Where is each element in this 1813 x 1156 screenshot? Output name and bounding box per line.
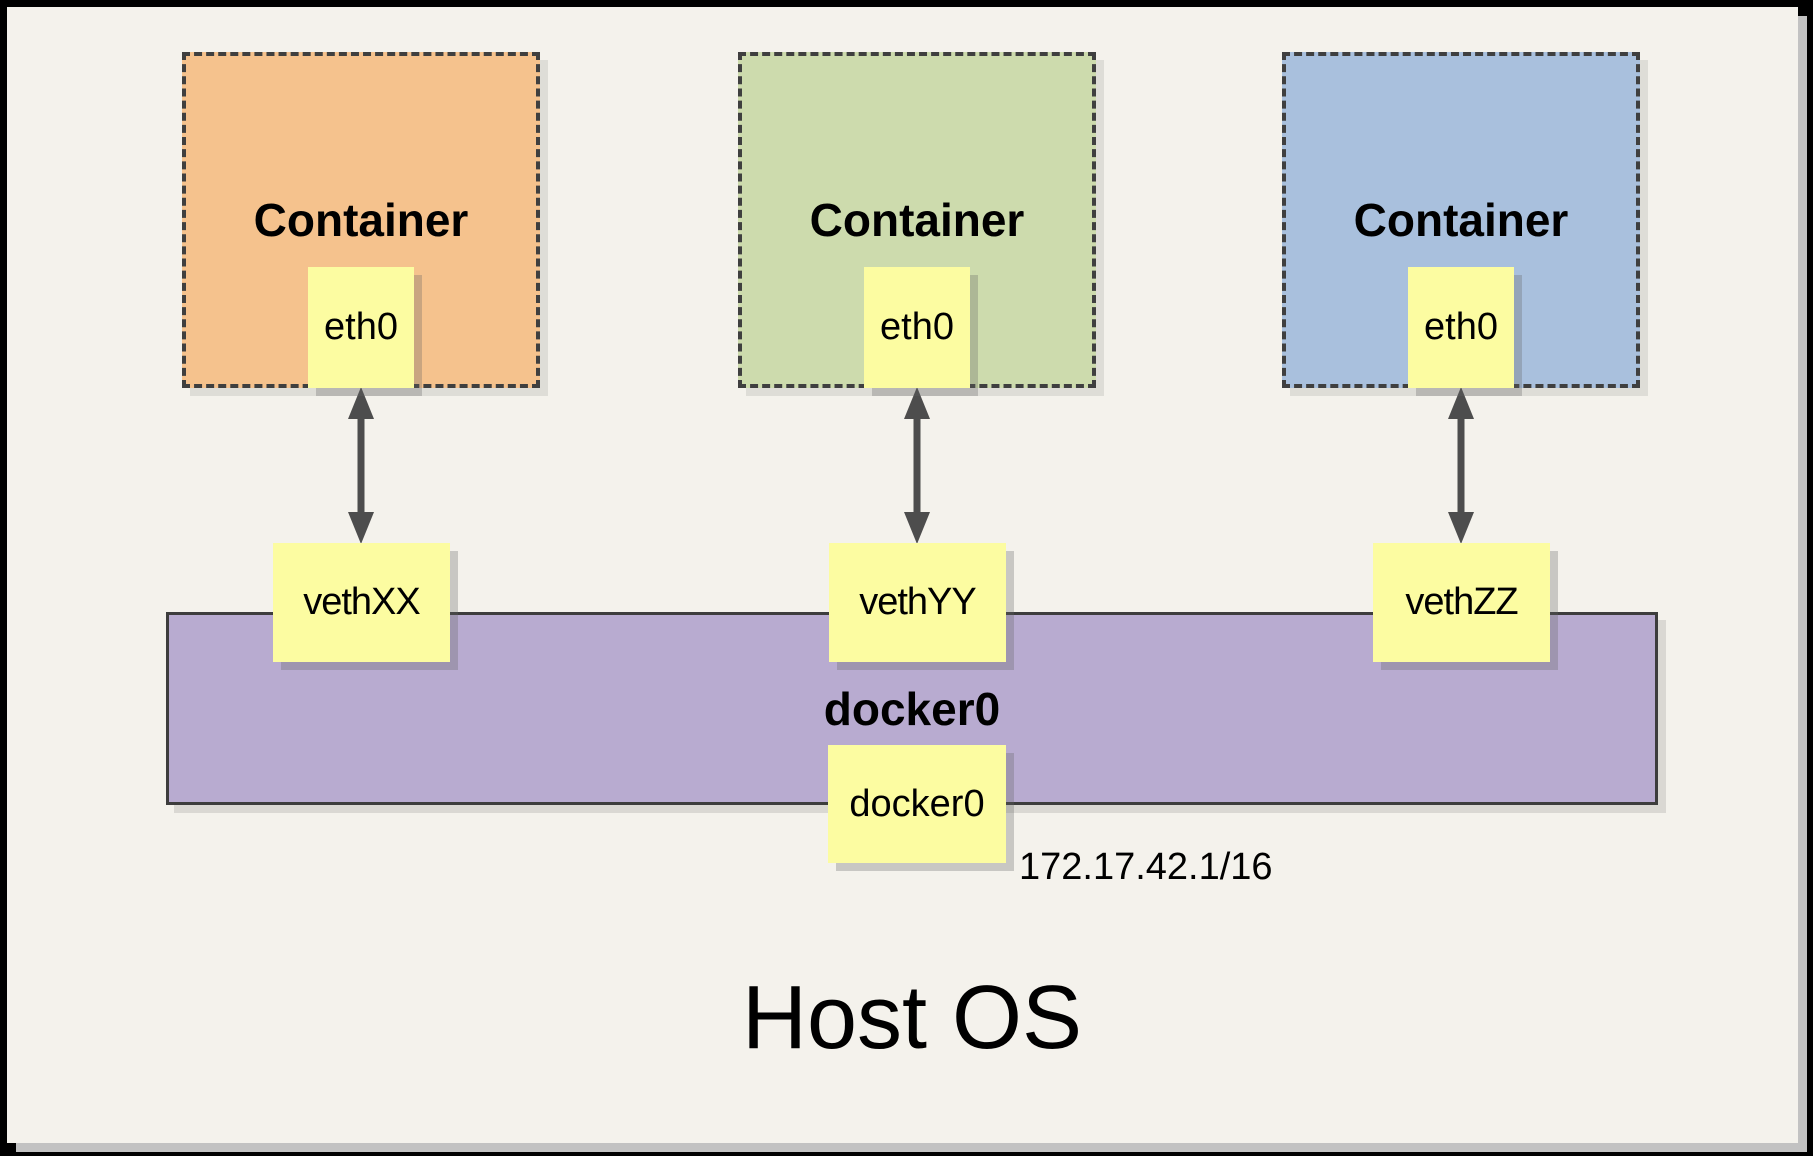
arrowhead-up-icon [904,387,930,419]
veth-interface-label: vethXX [303,581,421,623]
veth-interface-box-2: vethYY [829,543,1006,662]
container-box-2: Container eth0 [738,52,1096,388]
arrowhead-down-icon [904,512,930,544]
container-box-3: Container eth0 [1282,52,1640,388]
docker0-interface-box: docker0 [828,745,1006,863]
arrowhead-down-icon [1448,512,1474,544]
host-canvas: Container eth0 Container eth0 Container … [7,7,1798,1143]
docker0-interface-label: docker0 [849,782,985,825]
eth0-interface-label: eth0 [324,306,398,348]
eth0-interface-box-1: eth0 [308,267,414,388]
host-os-label: Host OS [741,968,1083,1068]
container-title: Container [253,194,469,246]
veth-interface-box-3: vethZZ [1373,543,1550,662]
container-box-1: Container eth0 [182,52,540,388]
container-title: Container [809,194,1025,246]
veth-interface-box-1: vethXX [273,543,450,662]
veth-connection-arrow-2 [904,387,930,544]
docker0-bridge-label: docker0 [823,682,1001,735]
veth-interface-label: vethZZ [1405,581,1518,623]
container-title: Container [1353,194,1569,246]
eth0-interface-box-2: eth0 [864,267,970,388]
veth-connection-arrow-1 [348,387,374,544]
eth0-interface-label: eth0 [880,306,954,348]
veth-connection-arrow-3 [1448,387,1474,544]
eth0-interface-label: eth0 [1424,306,1498,348]
eth0-interface-box-3: eth0 [1408,267,1514,388]
bridge-ip-label: 172.17.42.1/16 [1019,846,1273,888]
arrowhead-up-icon [348,387,374,419]
arrowhead-down-icon [348,512,374,544]
veth-interface-label: vethYY [859,581,977,623]
arrowhead-up-icon [1448,387,1474,419]
